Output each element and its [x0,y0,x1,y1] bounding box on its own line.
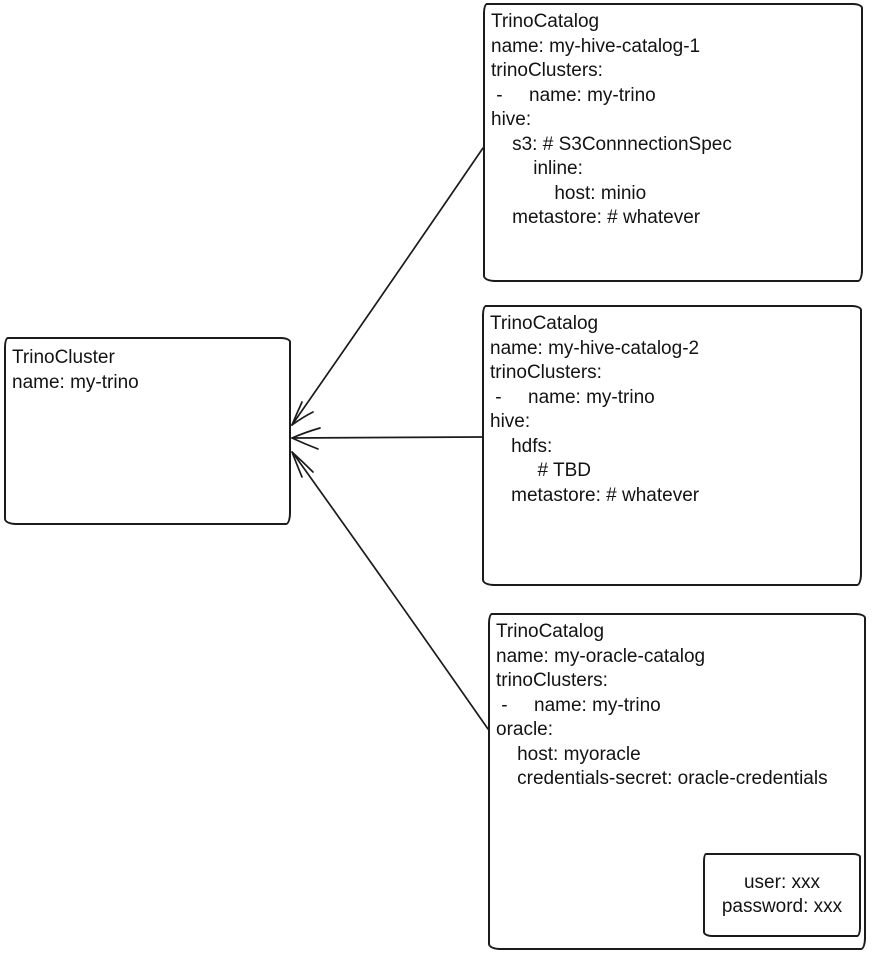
arrowhead-icon [291,437,319,450]
yaml-line: oracle: [496,719,554,740]
trino-cluster-box: TrinoCluster name: my-trino [4,337,291,525]
yaml-line: host: minio [491,182,647,204]
yaml-line: metastore: # whatever [490,484,700,506]
box-title: TrinoCatalog [491,11,600,32]
secret-line: user: xxx [743,872,821,893]
arrowhead-icon [291,427,321,439]
yaml-line: hdfs: [490,435,553,457]
yaml-line: - name: my-trino [491,84,656,106]
yaml-line: - name: my-trino [496,694,661,716]
box-title: TrinoCluster [12,347,115,368]
arrowhead-icon [291,401,303,426]
credentials-secret-box: user: xxx password: xxx [703,853,861,937]
yaml-line: metastore: # whatever [491,207,701,228]
arrowhead-icon [291,411,314,426]
arrowhead-icon [291,451,303,478]
yaml-line: name: my-oracle-catalog [496,645,706,667]
yaml-line: # TBD [490,460,592,481]
yaml-line: hive: [491,109,532,130]
yaml-line: inline: [491,158,583,179]
yaml-line: name: my-hive-catalog-2 [490,337,700,359]
box-title: TrinoCatalog [496,621,605,642]
trino-catalog-2-box: TrinoCatalog name: my-hive-catalog-2 tri… [482,305,862,586]
trino-catalog-1-box: TrinoCatalog name: my-hive-catalog-1 tri… [483,3,863,282]
yaml-line: trinoClusters: [496,670,608,691]
yaml-line: trinoClusters: [491,60,603,81]
yaml-line: name: my-hive-catalog-1 [491,35,701,57]
yaml-line: trinoClusters: [490,362,602,383]
yaml-line: credentials-secret: oracle-credentials [496,768,828,789]
yaml-line: - name: my-trino [490,386,655,408]
connector-catalog2-to-cluster [291,427,483,450]
connector-catalog3-to-cluster [291,451,489,730]
box-title: TrinoCatalog [490,313,599,334]
secret-line: password: xxx [721,896,843,917]
yaml-line: s3: # S3ConnnectionSpec [491,133,732,155]
connector-catalog1-to-cluster [291,147,484,426]
yaml-line: host: myoracle [496,743,641,765]
arrowhead-icon [291,451,314,473]
yaml-line: name: my-trino [12,371,139,393]
yaml-line: hive: [490,411,531,432]
